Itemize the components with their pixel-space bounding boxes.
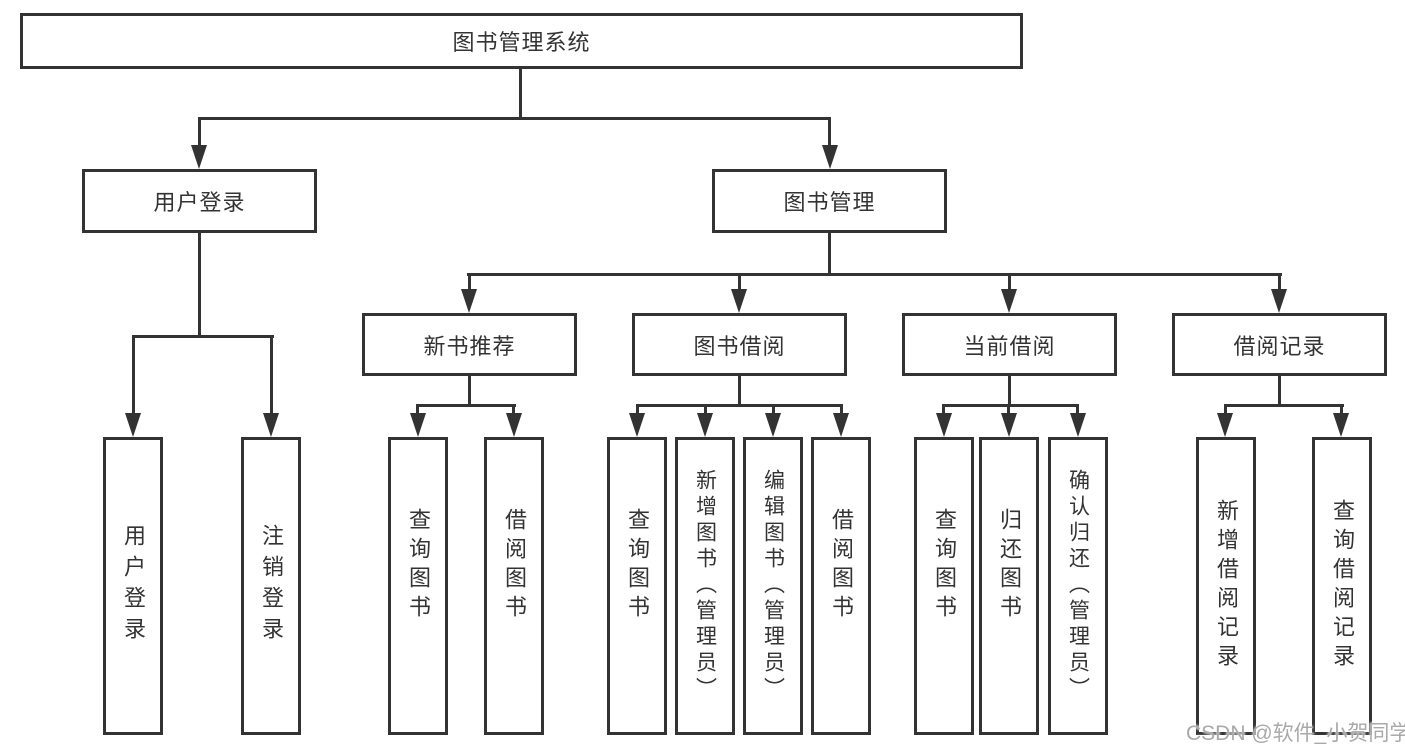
leaf-bb-query-books: 查询图书 (607, 437, 667, 735)
node-label: 查询图书 (406, 508, 431, 624)
connector-line (198, 117, 201, 149)
arrow-down-icon (1271, 289, 1287, 313)
node-current-borrowing: 当前借阅 (902, 313, 1117, 376)
node-label: 确认归还（管理员） (1066, 469, 1090, 703)
node-label: 归还图书 (997, 508, 1022, 624)
node-label: 用户登录 (121, 524, 146, 648)
connector-line (416, 404, 419, 416)
arrow-down-icon (263, 413, 279, 437)
connector-line (1340, 404, 1343, 416)
leaf-bb-add-books-admin: 新增图书（管理员） (675, 437, 735, 735)
connector-line (828, 233, 831, 276)
node-label: 图书管理系统 (452, 30, 591, 55)
connector-line (270, 335, 273, 415)
node-book-management: 图书管理 (712, 169, 947, 233)
arrow-down-icon (1070, 413, 1086, 437)
leaf-user-login: 用户登录 (103, 437, 163, 735)
arrow-down-icon (410, 413, 426, 437)
leaf-br-add-record: 新增借阅记录 (1196, 437, 1256, 735)
node-label: 当前借阅 (963, 333, 1056, 359)
arrow-down-icon (506, 413, 522, 437)
node-label: 新增图书（管理员） (693, 469, 717, 703)
connector-line (636, 404, 843, 407)
connector-line (519, 69, 522, 120)
connector-line (132, 335, 135, 415)
leaf-nb-borrow-books: 借阅图书 (484, 437, 544, 735)
node-label: 借阅图书 (829, 508, 854, 624)
connector-line (942, 404, 1079, 407)
node-label: 编辑图书（管理员） (761, 469, 785, 703)
arrow-down-icon (731, 289, 747, 313)
arrow-down-icon (833, 413, 849, 437)
node-borrow-records: 借阅记录 (1172, 313, 1387, 376)
arrow-down-icon (1001, 413, 1017, 437)
connector-line (1008, 273, 1011, 291)
arrow-down-icon (822, 145, 838, 169)
node-label: 用户登录 (153, 190, 246, 215)
arrow-down-icon (125, 413, 141, 437)
node-book-borrowing: 图书借阅 (632, 313, 847, 376)
arrow-down-icon (191, 145, 207, 169)
arrow-down-icon (765, 413, 781, 437)
leaf-bb-edit-books-admin: 编辑图书（管理员） (743, 437, 803, 735)
leaf-cb-return-books: 归还图书 (979, 437, 1039, 735)
node-root: 图书管理系统 (20, 13, 1023, 69)
arrow-down-icon (936, 413, 952, 437)
arrow-down-icon (1217, 413, 1233, 437)
connector-line (1278, 273, 1281, 291)
arrow-down-icon (1333, 413, 1349, 437)
node-label: 借阅记录 (1233, 333, 1326, 359)
connector-line (1278, 376, 1281, 407)
connector-line (198, 233, 201, 338)
leaf-br-query-record: 查询借阅记录 (1312, 437, 1372, 735)
connector-line (417, 404, 516, 407)
connector-line (1224, 404, 1227, 416)
connector-line (772, 404, 775, 416)
node-label: 图书借阅 (693, 333, 786, 359)
connector-line (738, 273, 741, 291)
node-user-login: 用户登录 (82, 169, 317, 233)
connector-line (512, 404, 515, 416)
node-label: 查询图书 (932, 508, 957, 624)
arrow-down-icon (629, 413, 645, 437)
arrow-down-icon (1001, 289, 1017, 313)
connector-line (467, 273, 1282, 276)
connector-line (1008, 376, 1011, 407)
connector-line (738, 376, 741, 407)
connector-line (840, 404, 843, 416)
connector-line (198, 117, 831, 120)
node-label: 查询图书 (625, 508, 650, 624)
arrow-down-icon (461, 289, 477, 313)
arrow-down-icon (697, 413, 713, 437)
connector-line (1076, 404, 1079, 416)
node-label: 借阅图书 (502, 508, 527, 624)
connector-line (1007, 404, 1010, 416)
connector-line (468, 273, 471, 291)
node-label: 图书管理 (783, 190, 876, 215)
node-new-book-recommend: 新书推荐 (362, 313, 577, 376)
connector-line (942, 404, 945, 416)
node-label: 查询借阅记录 (1330, 499, 1355, 673)
leaf-logout: 注销登录 (241, 437, 301, 735)
connector-line (636, 404, 639, 416)
node-label: 注销登录 (259, 524, 284, 648)
node-label: 新增借阅记录 (1214, 499, 1239, 673)
leaf-cb-confirm-return-admin: 确认归还（管理员） (1048, 437, 1108, 735)
leaf-cb-query-books: 查询图书 (914, 437, 974, 735)
connector-line (704, 404, 707, 416)
leaf-nb-query-books: 查询图书 (388, 437, 448, 735)
connector-line (1224, 404, 1344, 407)
watermark: CSDN @软件_小贺同学 (1186, 722, 1405, 745)
node-label: 新书推荐 (423, 333, 516, 359)
connector-line (468, 376, 471, 407)
leaf-bb-borrow-books: 借阅图书 (811, 437, 871, 735)
connector-line (132, 335, 274, 338)
connector-line (828, 117, 831, 149)
